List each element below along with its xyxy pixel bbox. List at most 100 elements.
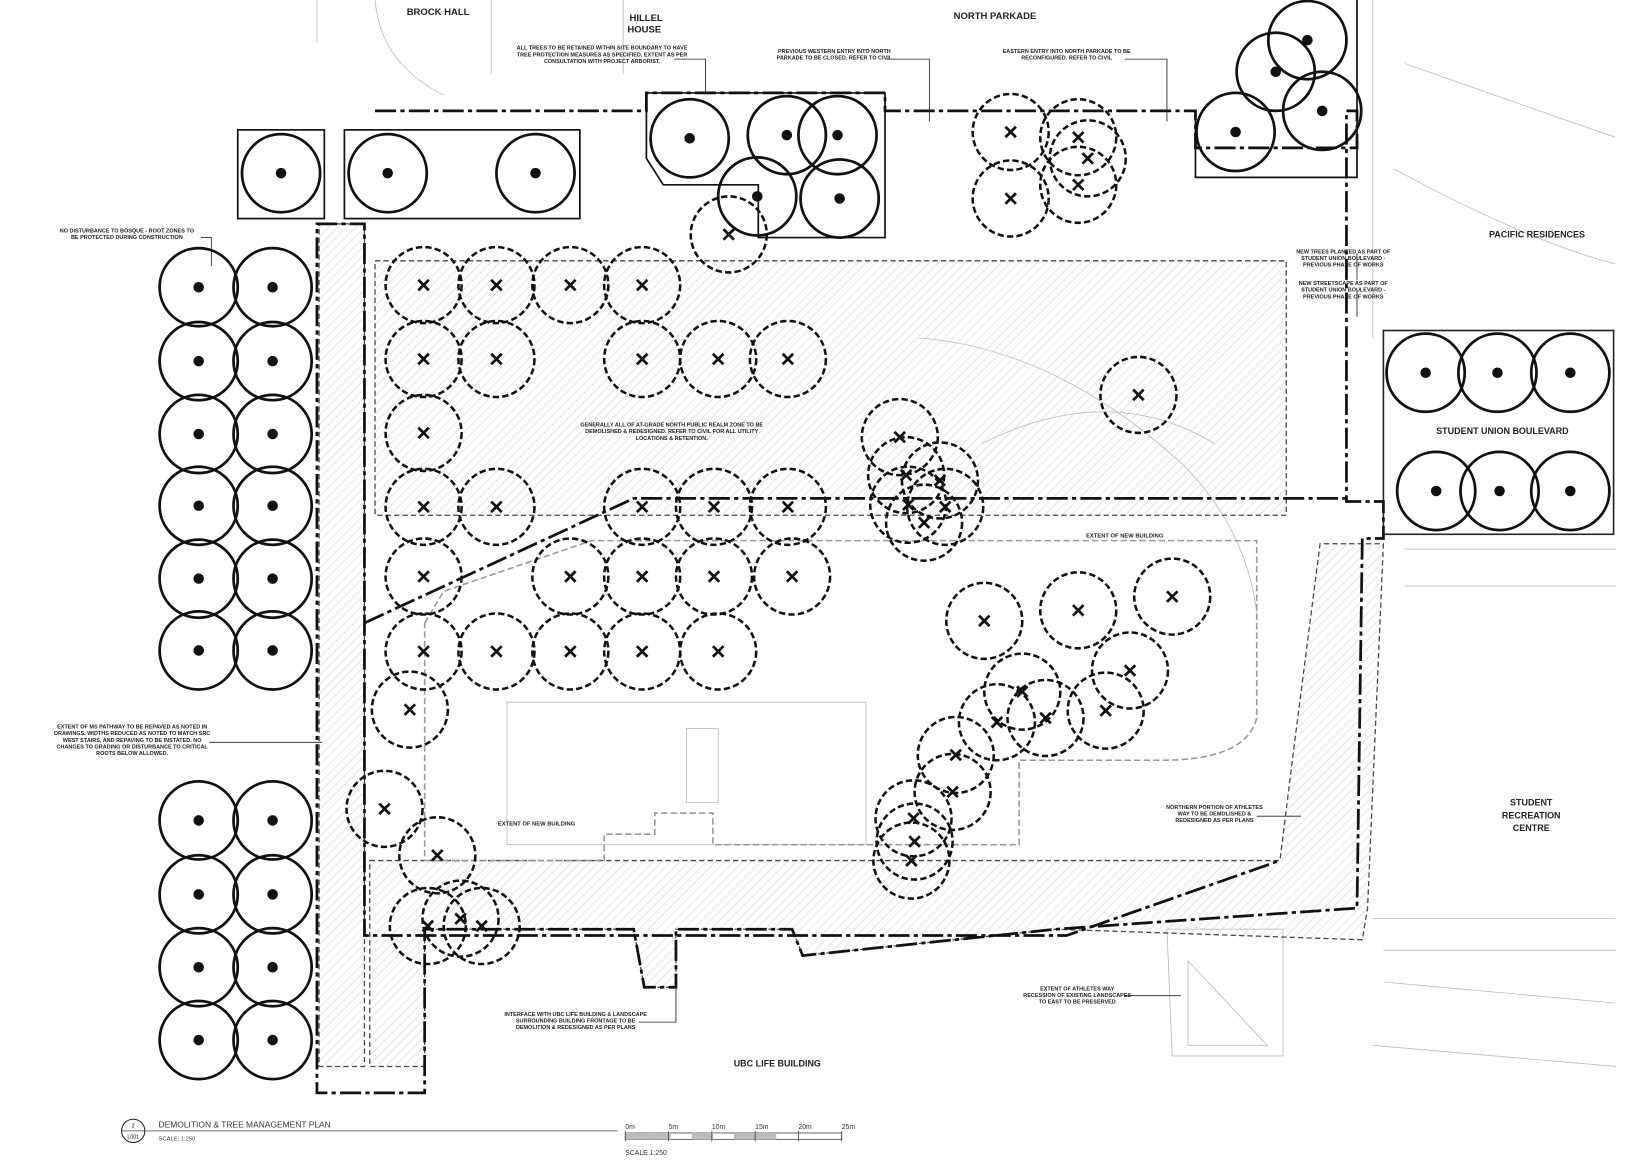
retained-tree — [1529, 450, 1611, 532]
removed-tree — [971, 92, 1050, 172]
retained-tree — [716, 155, 798, 237]
remove-x-icon — [454, 912, 467, 925]
label-extent-building-north: EXTENT OF NEW BUILDING — [1086, 533, 1164, 539]
tree-trunk-icon — [193, 428, 204, 440]
remove-x-icon — [1072, 178, 1085, 192]
tree-trunk-icon — [193, 815, 204, 826]
remove-x-icon — [1123, 664, 1137, 677]
retained-tree — [158, 393, 240, 475]
retained-tree — [232, 853, 314, 935]
scale-tick-label: 10m — [712, 1124, 726, 1131]
retained-tree — [232, 999, 314, 1081]
retained-tree — [232, 538, 314, 620]
remove-x-icon — [917, 516, 931, 529]
retained-tree — [158, 609, 240, 691]
tree-trunk-icon — [193, 281, 204, 293]
note-retained: ALL TREES TO BE RETAINED WITHIN SITE BOU… — [517, 46, 688, 52]
label-src-2: RECREATION — [1502, 810, 1561, 820]
tree-trunk-icon — [267, 281, 278, 293]
remove-x-icon — [1132, 388, 1145, 402]
retained-tree — [158, 246, 240, 328]
remove-x-icon — [707, 500, 721, 514]
note-athletes-recess: EXTENT OF ATHLETES WAY — [1040, 986, 1114, 992]
scale-tick-label: 5m — [669, 1124, 679, 1131]
removed-tree — [457, 245, 536, 325]
retained-tree — [158, 853, 240, 935]
removed-tree — [1090, 631, 1170, 710]
remove-x-icon — [905, 854, 918, 867]
remove-x-icon — [490, 645, 503, 658]
note-public-realm: DEMOLISHED & REDESIGNED. REFER TO CIVIL … — [585, 429, 759, 435]
note-athletes-way: NORTHERN PORTION OF ATHLETES — [1166, 805, 1263, 811]
note-new-trees: NEW TREES PLANTED AS PART OF — [1296, 249, 1391, 255]
retained-tree — [1266, 0, 1348, 81]
retained-tree — [158, 999, 240, 1081]
removed-tree — [345, 769, 424, 849]
removed-tree — [913, 752, 992, 832]
remove-x-icon — [417, 500, 430, 514]
remove-x-icon — [1039, 711, 1052, 725]
removed-tree — [1066, 671, 1145, 750]
remove-x-icon — [1099, 704, 1112, 717]
remove-x-icon — [1081, 152, 1095, 165]
removed-tree — [971, 159, 1050, 238]
removed-tree — [531, 537, 610, 616]
label-hillel-1: HILLEL — [629, 13, 662, 24]
remove-x-icon — [707, 570, 721, 583]
remove-x-icon — [417, 426, 430, 440]
drawing-scale: SCALE: 1:250 — [159, 1136, 196, 1142]
remove-x-icon — [417, 352, 430, 366]
tree-trunk-icon — [267, 961, 278, 973]
removed-tree — [1048, 119, 1128, 198]
tree-trunk-icon — [267, 428, 278, 440]
removed-tree — [531, 612, 610, 691]
removed-tree — [1132, 557, 1212, 636]
remove-x-icon — [490, 500, 503, 514]
removed-tree — [748, 467, 828, 547]
trees-layer — [158, 0, 1611, 1081]
removed-tree — [689, 195, 769, 274]
tree-trunk-icon — [1565, 367, 1576, 379]
retained-tree — [495, 132, 576, 214]
tree-trunk-icon — [1230, 126, 1241, 138]
remove-x-icon — [564, 645, 577, 658]
removed-tree — [678, 612, 758, 691]
removed-tree — [1006, 678, 1085, 758]
tree-trunk-icon — [193, 573, 204, 584]
retained-tree — [232, 320, 314, 402]
tree-trunk-icon — [267, 815, 278, 826]
removed-tree — [1038, 571, 1118, 650]
tree-trunk-icon — [751, 191, 763, 202]
removed-tree — [678, 319, 758, 399]
retained-tree — [158, 320, 240, 402]
remove-x-icon — [978, 614, 991, 628]
remove-x-icon — [711, 352, 725, 366]
removed-tree — [752, 537, 832, 616]
label-brock-hall: BROCK HALL — [407, 7, 470, 18]
scale-tick-label: 20m — [798, 1124, 812, 1131]
tree-trunk-icon — [684, 133, 695, 144]
retained-tree — [232, 779, 314, 861]
note-ubc-interface: SURROUNDING BUILDING FRONTAGE TO BE — [516, 1018, 636, 1024]
retained-tree — [232, 609, 314, 691]
retained-tree — [1529, 332, 1611, 414]
tree-trunk-icon — [1302, 34, 1313, 46]
tree-trunk-icon — [193, 889, 204, 900]
removed-tree — [875, 802, 954, 881]
tree-trunk-icon — [267, 500, 278, 512]
scale-bar-label: SCALE 1:250 — [625, 1150, 667, 1157]
drawing-title: DEMOLITION & TREE MANAGEMENT PLAN — [159, 1120, 331, 1130]
remove-x-icon — [431, 849, 444, 862]
retained-tree — [797, 94, 878, 176]
scale-tick-label: 15m — [755, 1124, 769, 1131]
retained-tree — [240, 132, 322, 214]
removed-tree — [531, 245, 610, 325]
retained-tree — [232, 393, 314, 475]
tree-trunk-icon — [834, 193, 845, 204]
label-pacific-residences: PACIFIC RESIDENCES — [1489, 230, 1585, 240]
tree-trunk-icon — [781, 129, 793, 141]
north-public-realm-zone — [374, 260, 1287, 516]
tree-trunk-icon — [382, 167, 393, 179]
retained-tree — [799, 158, 881, 239]
